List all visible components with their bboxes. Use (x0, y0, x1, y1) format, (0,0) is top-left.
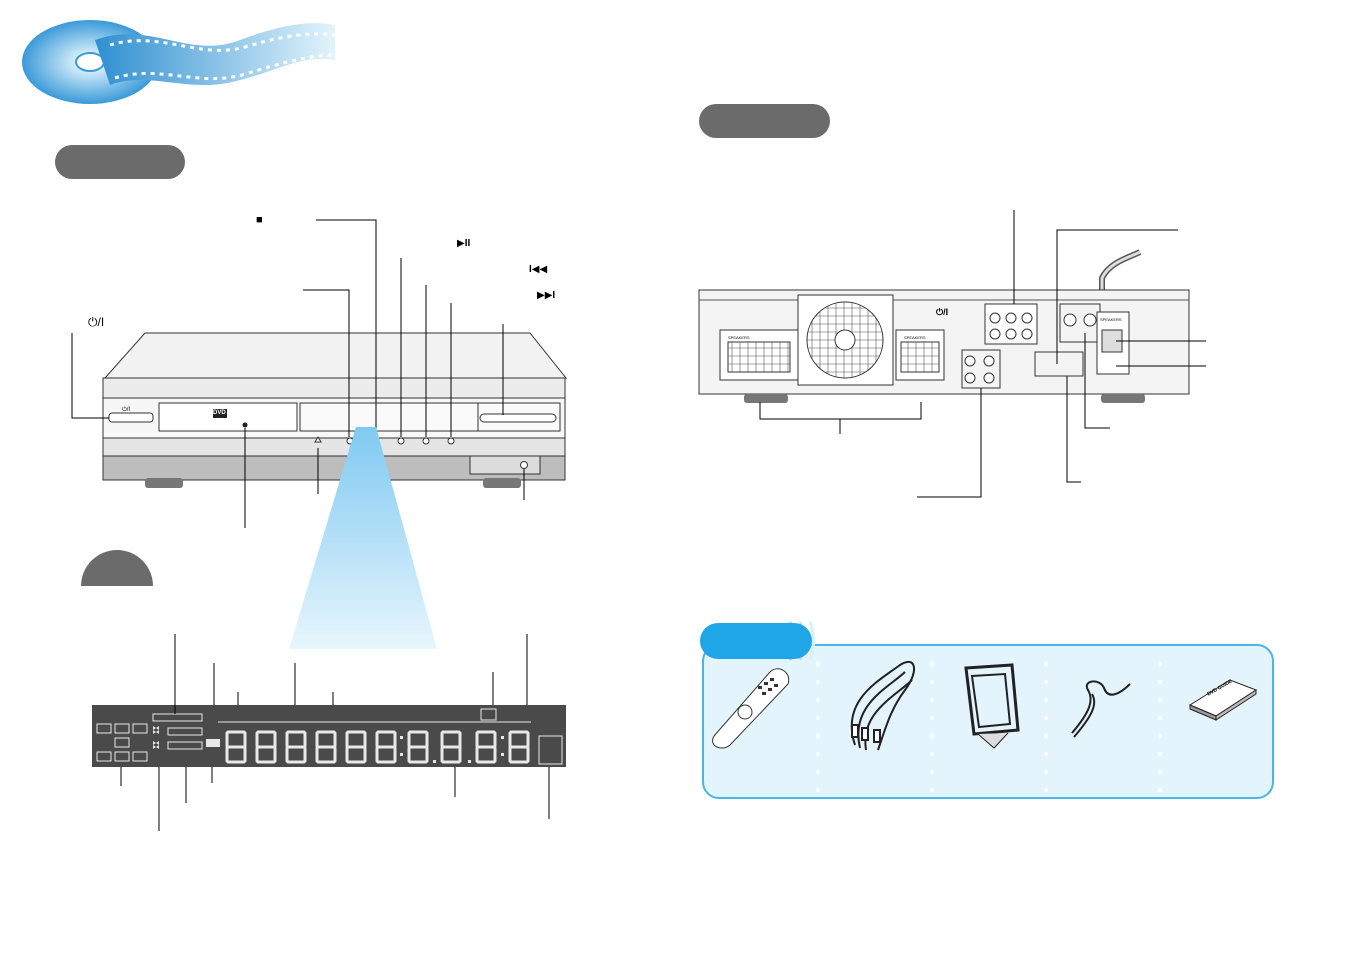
front-panel-illustration (102, 332, 568, 488)
rear-power-symbol: ⏻/I (936, 307, 949, 317)
front-panel-heading-pill (55, 145, 185, 179)
play-pause-symbol: ▶II (457, 238, 471, 249)
display-heading-tab (81, 550, 153, 586)
rear-speakers-label-3: SPEAKERS (1100, 317, 1122, 322)
users-manual-image (1188, 679, 1258, 721)
fm-antenna-image (1071, 680, 1131, 738)
rear-speakers-label-2: SPEAKERS (904, 335, 926, 340)
remote-control-image (712, 668, 790, 749)
accessories-panel (700, 621, 1274, 799)
stop-symbol: ■ (256, 214, 263, 226)
av-cable-image (850, 660, 915, 751)
display-callouts (120, 634, 550, 831)
previous-symbol: I◀◀ (529, 264, 548, 275)
front-display (92, 705, 566, 767)
light-beam (289, 427, 437, 649)
device-power-label: ⏻/I (122, 407, 131, 413)
rear-panel-illustration (698, 249, 1190, 403)
next-symbol: ▶▶I (537, 290, 556, 301)
front-callouts (71, 219, 525, 528)
power-symbol: ⏻/I (88, 315, 105, 329)
rear-speakers-label-1: SPEAKERS (728, 335, 750, 340)
rear-callouts (759, 210, 1206, 498)
rear-panel-heading-pill (699, 104, 830, 138)
am-antenna-image (964, 663, 1020, 749)
dvd-logo: DVD (213, 410, 226, 416)
disc-film-decoration (22, 20, 336, 104)
